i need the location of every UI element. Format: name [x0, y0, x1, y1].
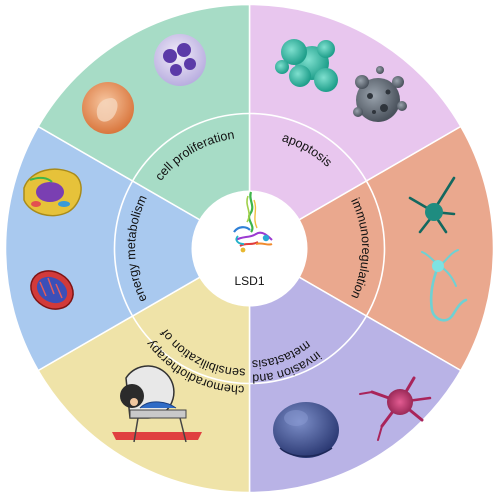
- inner-ring: [113, 112, 386, 385]
- lsd1-protein-structure-icon: [233, 191, 273, 253]
- center-disk: [191, 190, 308, 307]
- tumor-cell-icon: [273, 402, 339, 458]
- invasive-cell-icon: [359, 376, 432, 441]
- dividing-cell-icon: [82, 82, 134, 134]
- neutrophil-icon: [154, 34, 206, 86]
- mitochondrion-icon: [30, 270, 74, 310]
- cell-organelles-icon: [23, 168, 82, 217]
- center-label: LSD1: [234, 274, 264, 288]
- apoptotic-body-icon: [353, 66, 407, 122]
- apoptotic-cell-cluster-icon: [275, 39, 338, 92]
- radiotherapy-machine-icon: [112, 365, 202, 443]
- neuron-cell-icon: [421, 249, 468, 322]
- dendritic-cell-icon: [408, 176, 456, 234]
